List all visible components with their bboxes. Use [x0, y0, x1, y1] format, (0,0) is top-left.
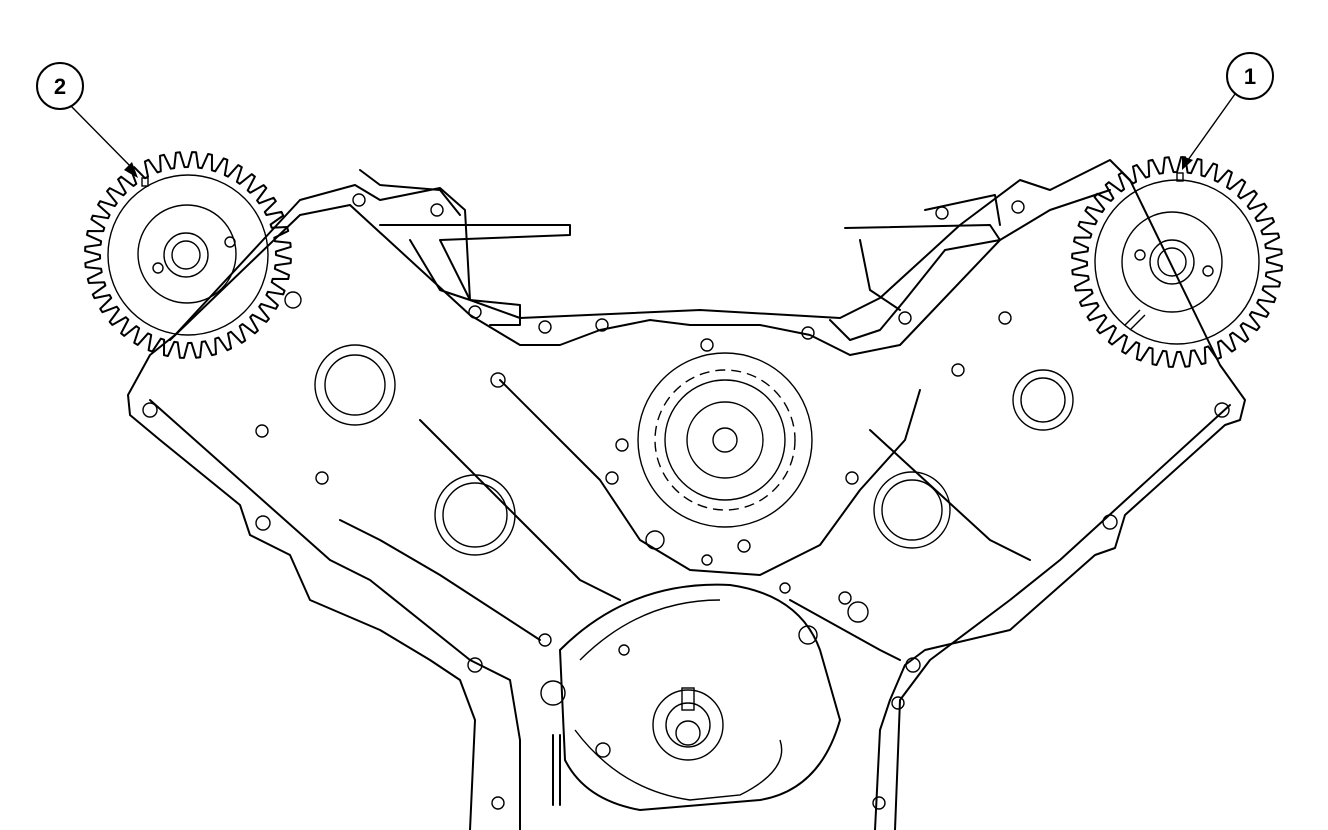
left-camshaft-sprocket	[84, 151, 292, 359]
water-pump-hub	[637, 352, 813, 528]
callout-2-label: 2	[54, 74, 66, 99]
callout-1-label: 1	[1244, 64, 1256, 89]
crankshaft-area	[540, 583, 841, 811]
timing-mark	[1176, 172, 1184, 182]
cylinder-bores	[314, 344, 1074, 556]
callout-2: 2	[36, 62, 138, 178]
callout-1: 1	[1182, 52, 1274, 170]
engine-block	[127, 159, 1246, 830]
bolt-holes	[142, 193, 1230, 810]
timing-mark	[141, 177, 149, 187]
right-camshaft-sprocket	[1071, 156, 1283, 368]
